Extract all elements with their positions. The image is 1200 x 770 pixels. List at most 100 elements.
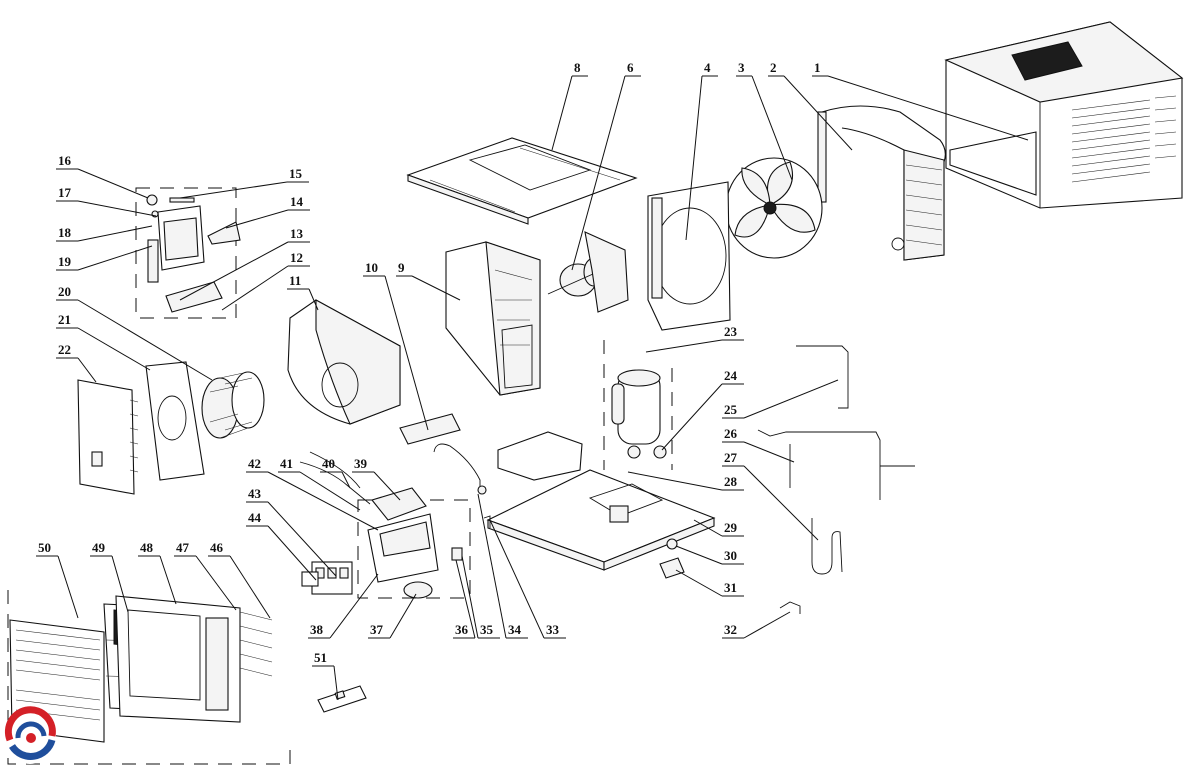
callout-18: 18 — [56, 225, 153, 242]
leader-line — [751, 75, 793, 181]
callout-30: 30 — [675, 545, 744, 565]
brand-logo-icon — [4, 706, 56, 764]
refrigerant-pipes — [757, 345, 915, 575]
leader-line — [333, 665, 339, 701]
callout-10: 10 — [363, 260, 429, 431]
leader-line — [743, 611, 791, 639]
leader-line — [308, 288, 319, 311]
part-label-12: 12 — [290, 250, 303, 265]
evaporator-coil — [77, 379, 139, 495]
part-label-48: 48 — [140, 540, 154, 555]
leader-line — [489, 519, 545, 639]
fan-motor — [547, 231, 629, 313]
part-label-30: 30 — [724, 548, 737, 563]
callout-44: 44 — [246, 510, 317, 581]
callout-33: 33 — [489, 519, 566, 639]
leader-line — [675, 545, 723, 565]
callout-48: 48 — [138, 540, 177, 605]
leader-line — [267, 501, 337, 577]
callout-13: 13 — [179, 226, 310, 301]
part-label-40: 40 — [322, 456, 335, 471]
callout-17: 17 — [56, 185, 157, 217]
part-label-29: 29 — [724, 520, 738, 535]
leader-line — [743, 379, 839, 419]
callout-28: 28 — [627, 471, 744, 491]
bulkhead-partition — [445, 241, 541, 396]
leader-line — [77, 327, 151, 371]
callout-20: 20 — [56, 284, 213, 381]
callout-49: 49 — [90, 540, 129, 613]
callout-21: 21 — [56, 312, 151, 371]
outer-cabinet — [944, 21, 1184, 209]
leader-line — [827, 75, 1029, 141]
callout-26: 26 — [722, 426, 795, 463]
top-cover — [406, 137, 638, 225]
callout-22: 22 — [56, 342, 97, 383]
leader-line — [329, 573, 379, 639]
condenser-coil — [817, 105, 946, 261]
remote-control — [317, 685, 367, 713]
callout-35: 35 — [461, 555, 500, 639]
blower-wheel — [201, 371, 265, 439]
leader-line — [229, 555, 271, 619]
part-label-37: 37 — [370, 622, 384, 637]
leader-line — [341, 471, 351, 489]
part-label-20: 20 — [58, 284, 71, 299]
callout-25: 25 — [722, 379, 839, 419]
blower-scroll-housing — [287, 299, 401, 425]
leader-line — [225, 209, 289, 229]
callout-2: 2 — [768, 60, 853, 151]
callout-29: 29 — [693, 519, 744, 537]
part-label-9: 9 — [398, 260, 405, 275]
part-label-44: 44 — [248, 510, 262, 525]
leader-line — [743, 441, 795, 463]
part-label-25: 25 — [724, 402, 738, 417]
part-label-13: 13 — [290, 226, 304, 241]
part-label-14: 14 — [290, 194, 304, 209]
leader-line — [221, 265, 289, 311]
callout-39: 39 — [352, 456, 401, 501]
callout-12: 12 — [221, 250, 310, 311]
part-label-38: 38 — [310, 622, 324, 637]
callout-9: 9 — [396, 260, 461, 301]
part-label-21: 21 — [58, 312, 71, 327]
part-labels: 1234689101112131415161718192021222324252… — [36, 60, 1029, 701]
part-label-28: 28 — [724, 474, 738, 489]
leader-line — [77, 225, 153, 242]
part-label-8: 8 — [574, 60, 581, 75]
callout-41: 41 — [278, 456, 361, 511]
leader-line — [477, 493, 507, 639]
callout-16: 16 — [56, 153, 149, 199]
leader-line — [373, 471, 401, 501]
leader-line — [645, 339, 723, 353]
part-label-16: 16 — [58, 153, 72, 168]
leader-line — [411, 275, 461, 301]
leader-line — [77, 200, 157, 217]
leader-line — [384, 275, 429, 431]
callout-27: 27 — [722, 450, 819, 541]
part-label-11: 11 — [289, 273, 301, 288]
leader-line — [111, 555, 129, 613]
leader-line — [267, 525, 317, 581]
part-label-32: 32 — [724, 622, 737, 637]
leader-line — [267, 471, 379, 531]
leader-line — [551, 75, 573, 151]
compressor — [603, 340, 673, 470]
leader-line — [77, 357, 97, 383]
callout-38: 38 — [308, 573, 379, 639]
leader-line — [77, 299, 213, 381]
callout-34: 34 — [477, 493, 528, 639]
leader-line — [455, 559, 476, 639]
part-label-22: 22 — [58, 342, 71, 357]
callout-4: 4 — [685, 60, 718, 241]
leader-line — [693, 519, 723, 537]
part-label-6: 6 — [627, 60, 634, 75]
part-label-10: 10 — [365, 260, 378, 275]
mounting-bracket — [399, 413, 461, 445]
part-label-18: 18 — [58, 225, 72, 240]
part-label-31: 31 — [724, 580, 737, 595]
front-frame — [145, 361, 205, 481]
leader-line — [77, 245, 153, 271]
leader-line — [461, 555, 479, 639]
